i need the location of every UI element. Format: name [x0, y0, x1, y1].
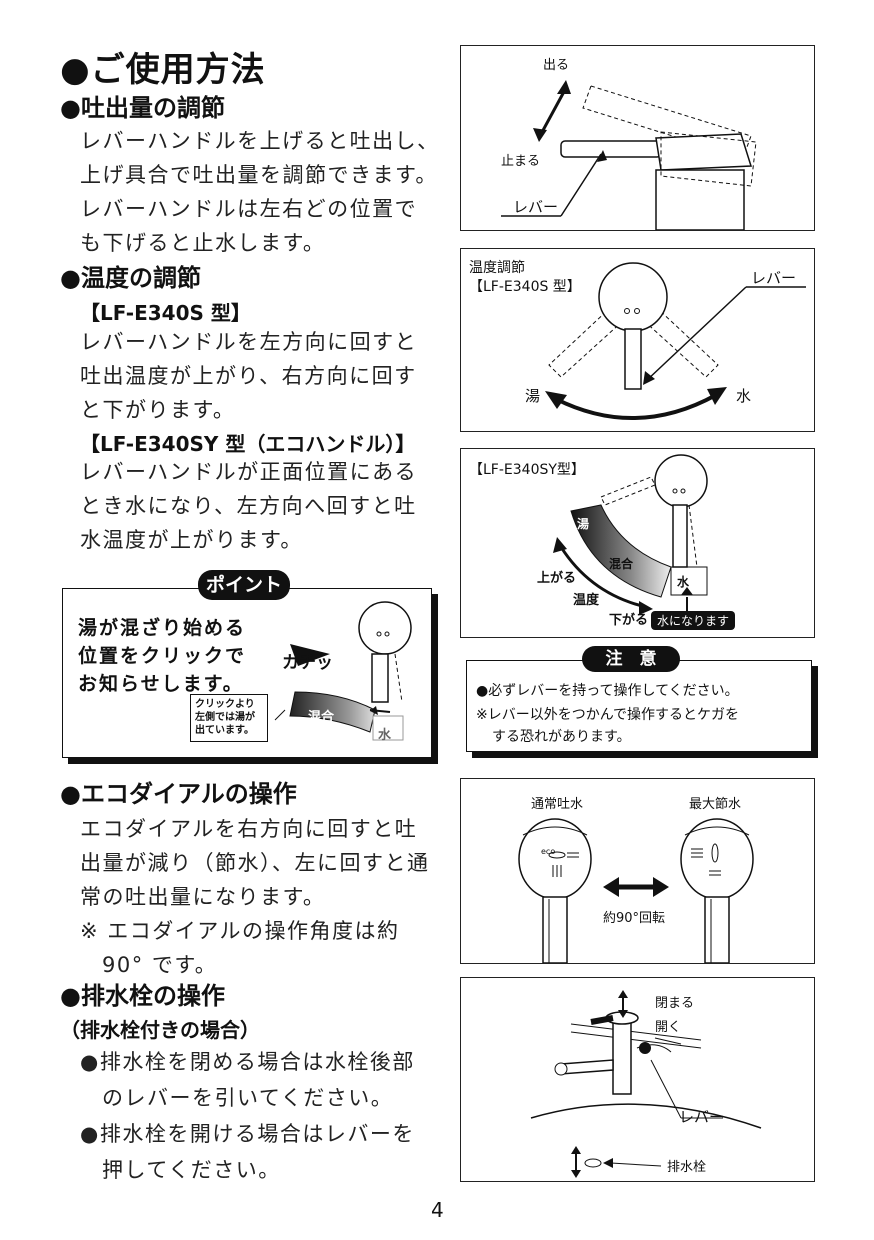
note-line: クリックより	[195, 699, 255, 710]
text-line: エコダイアルを右方向に回すと吐	[80, 817, 418, 841]
note-line: 出ています。	[195, 725, 254, 736]
text-line: 湯が混ざり始める	[78, 617, 247, 639]
figure-flow: 出る 止まる レバー	[460, 45, 815, 231]
list-item: のレバーを引いてください。	[102, 1086, 394, 1110]
text-line: 吐出温度が上がり、右方向に回す	[80, 364, 417, 388]
list-item: ●排水栓を閉める場合は水栓後部	[80, 1050, 415, 1074]
caution-line-2: ※レバー以外をつかんで操作するとケガを	[476, 707, 740, 723]
point-illustration	[274, 601, 412, 741]
text-line: 水温度が上がります。	[80, 528, 303, 552]
drain-subheading: （排水栓付きの場合）	[60, 1018, 260, 1042]
eco-heading: ●エコダイアルの操作	[60, 780, 297, 808]
point-badge: ポイント	[198, 570, 290, 600]
caution-line-1: ●必ずレバーを持って操作してください。	[476, 683, 739, 699]
fig3-water-badge: 水になります	[651, 611, 736, 630]
text-line: も下げると止水します。	[80, 231, 326, 255]
list-item: 押してください。	[102, 1158, 281, 1182]
fig3-temp-label: 温度	[573, 593, 600, 608]
drain-text: ●排水栓を閉める場合は水栓後部 のレバーを引いてください。 ●排水栓を開ける場合…	[80, 1044, 415, 1188]
eco-text: エコダイアルを右方向に回すと吐 出量が減り（節水）、左に回すと通 常の吐出量にな…	[80, 812, 430, 914]
point-mix-label: 混合	[308, 710, 335, 725]
text-line: 出量が減り（節水）、左に回すと通	[80, 851, 430, 875]
figure-eco-dial: 通常吐水 最大節水 約90°回転 eco	[460, 778, 815, 964]
page-title: ●ご使用方法	[60, 50, 266, 90]
fig2-model: 【LF-E340S 型】	[469, 279, 581, 295]
text-line: レバーハンドルを左方向に回すと	[80, 330, 418, 354]
point-text: 湯が混ざり始める 位置をクリックで お知らせします。	[78, 614, 246, 698]
temp-sy-text: レバーハンドルが正面位置にある とき水になり、左方向へ回すと吐 水温度が上がりま…	[80, 455, 417, 557]
fig3-model: 【LF-E340SY型】	[469, 462, 585, 478]
note-line: ※ エコダイアルの操作角度は約	[80, 919, 400, 943]
temp-s-illustration	[545, 262, 806, 420]
point-note-box: クリックより 左側では湯が 出ています。	[190, 694, 268, 742]
text-line: とき水になり、左方向へ回すと吐	[80, 494, 417, 518]
list-item: ●排水栓を開ける場合はレバーを	[80, 1122, 415, 1146]
drain-heading: ●排水栓の操作	[60, 982, 225, 1010]
figure-temp-s: 温度調節 【LF-E340S 型】 レバー 湯 水	[460, 248, 815, 432]
eco-dial-illustration	[518, 818, 754, 963]
fig5-lever-label: レバー	[679, 1108, 725, 1126]
fig5-close-label: 閉まる	[655, 996, 695, 1011]
temp-s-text: レバーハンドルを左方向に回すと 吐出温度が上がり、右方向に回す と下がります。	[80, 325, 417, 427]
point-water-label: 水	[378, 728, 392, 743]
model-s-label: 【LF-E340S 型】	[80, 301, 251, 325]
flow-heading: ●吐出量の調節	[60, 94, 225, 122]
fig5-drain-label: 排水栓	[667, 1160, 707, 1175]
temp-heading: ●温度の調節	[60, 264, 201, 292]
drain-illustration	[530, 990, 762, 1178]
fig4-eco-mark: eco	[541, 847, 556, 856]
note-line: 左側では湯が	[195, 712, 255, 723]
text-line: レバーハンドルを上げると吐出し、	[80, 129, 440, 153]
note-line: 90° です。	[102, 953, 218, 977]
text-line: 位置をクリックで	[78, 645, 247, 667]
lever-flow-illustration	[501, 80, 757, 230]
text-line: お知らせします。	[78, 673, 244, 695]
fig4-max-label: 最大節水	[689, 797, 742, 812]
fig2-title: 温度調節	[469, 260, 525, 276]
model-sy-label: 【LF-E340SY 型（エコハンドル）】	[80, 432, 416, 456]
flow-text: レバーハンドルを上げると吐出し、 上げ具合で吐出量を調節できます。 レバーハンド…	[80, 124, 440, 260]
text-line: 常の吐出量になります。	[80, 885, 326, 909]
text-line: 上げ具合で吐出量を調節できます。	[80, 163, 438, 187]
fig1-out-label: 出る	[543, 58, 570, 73]
caution-line-3: する恐れがあります。	[492, 729, 631, 745]
figure-drain: 閉まる 開く レバー 排水栓	[460, 977, 815, 1182]
fig3-mix-label: 混合	[609, 557, 634, 571]
eco-note: ※ エコダイアルの操作角度は約 90° です。	[80, 914, 400, 982]
text-line: レバーハンドルが正面位置にある	[80, 460, 418, 484]
fig3-up-label: 上がる	[537, 571, 577, 586]
fig1-stop-label: 止まる	[501, 154, 541, 169]
fig4-rotate-label: 約90°回転	[603, 911, 666, 926]
fig3-hot-label: 湯	[577, 517, 590, 531]
click-sound: カチッ	[282, 653, 333, 673]
fig2-cold-label: 水	[736, 387, 752, 405]
text-line: レバーハンドルは左右どの位置で	[80, 197, 418, 221]
text-line: と下がります。	[80, 398, 236, 422]
fig3-down-label: 下がる	[609, 613, 649, 628]
page-number: 4	[431, 1198, 444, 1222]
figure-temp-sy: 【LF-E340SY型】 湯 混合 水 上がる 温度 下がる 水になります	[460, 448, 815, 638]
fig4-normal-label: 通常吐水	[531, 797, 584, 812]
fig5-open-label: 開く	[655, 1020, 682, 1035]
fig1-lever-label: レバー	[513, 198, 559, 216]
fig3-water-label: 水	[677, 575, 690, 589]
caution-badge: 注 意	[582, 646, 680, 672]
fig2-hot-label: 湯	[525, 387, 541, 405]
temp-sy-illustration	[553, 454, 708, 615]
fig2-lever-label: レバー	[751, 269, 797, 287]
